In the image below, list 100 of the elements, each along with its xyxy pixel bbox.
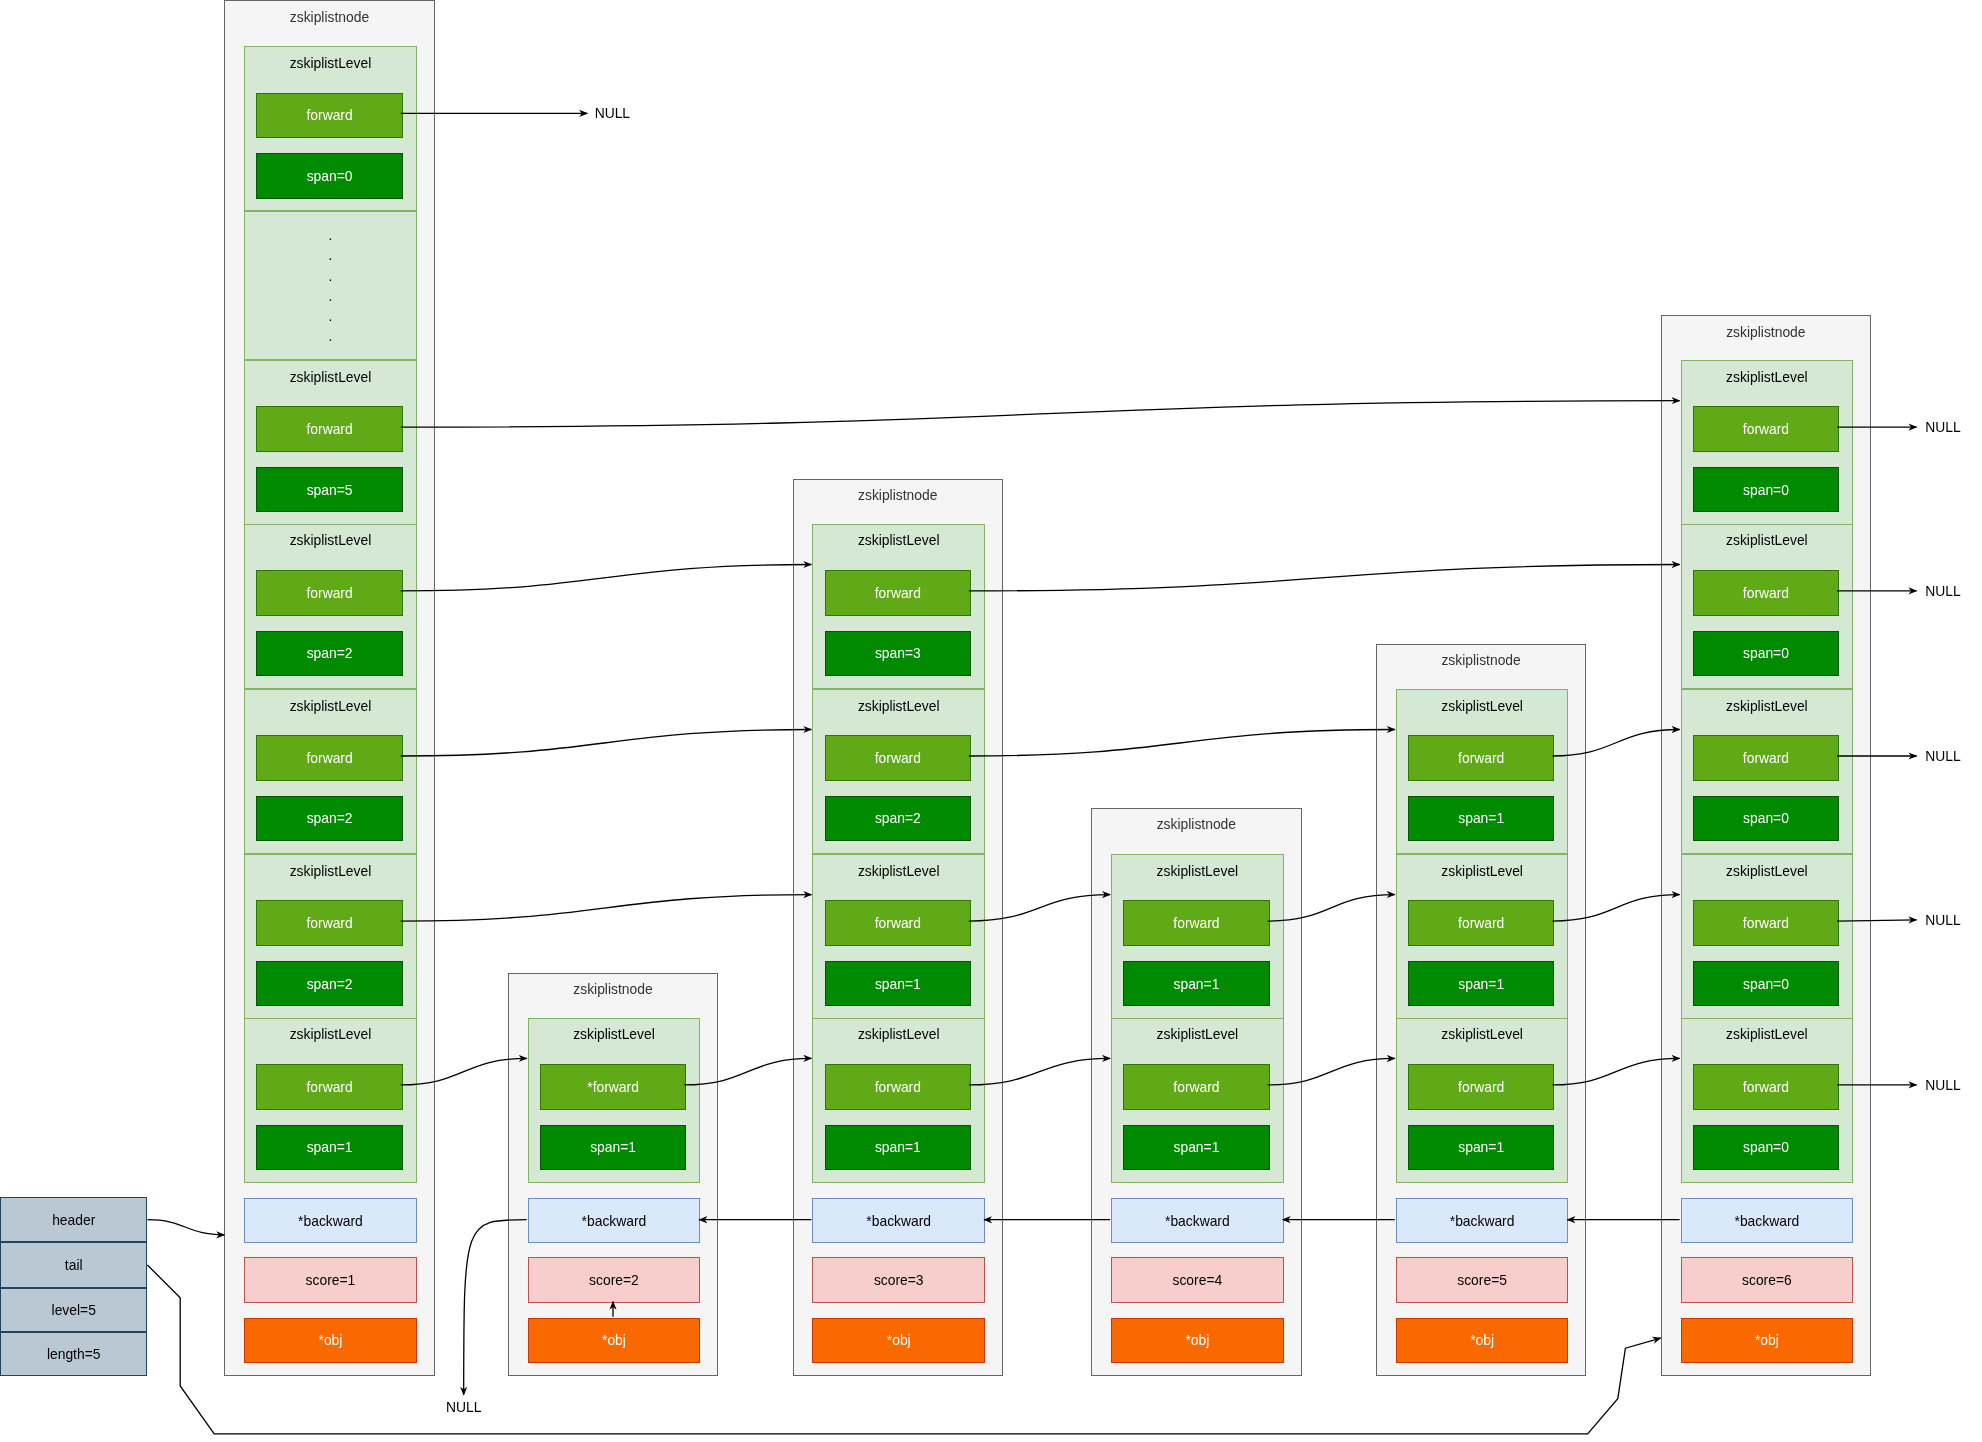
level-title: zskiplistLevel [1725,1026,1809,1043]
forward-field: forward [824,570,971,616]
null-label: NULL [1916,907,1970,933]
level-panel [1395,854,1569,1020]
forward-field: forward [824,1064,971,1110]
level-panel [244,854,417,1020]
arrow [1836,752,1918,760]
arrow [146,1219,226,1239]
arrow [400,397,1681,428]
level-title: zskiplistLevel [1725,532,1809,549]
level-panel [1680,360,1854,526]
span-field: span=1 [1123,1124,1270,1170]
node-title: zskiplistnode [1725,323,1807,340]
level-title: zskiplistLevel [288,1026,373,1043]
arrow [968,891,1111,922]
backward-field: *backward [244,1198,417,1244]
forward-field: forward [1123,1064,1270,1110]
node-title: zskiplistnode [288,8,371,25]
arrow [1566,1216,1681,1224]
forward-field: forward [256,92,403,139]
level-panel [1111,854,1284,1020]
arrow [1836,587,1918,595]
level-title: zskiplistLevel [856,862,941,879]
level-title: zskiplistLevel [1440,1026,1524,1043]
score-field: score=4 [1111,1257,1284,1303]
score-field: score=6 [1680,1257,1854,1303]
node-title: zskiplistnode [1440,652,1522,669]
arrow [1551,1055,1681,1086]
span-field: span=0 [1692,466,1840,513]
level-panel [1680,854,1854,1020]
forward-field: forward [1408,735,1555,781]
arrow [400,109,589,117]
level-panel [244,46,417,212]
forward-field: *forward [540,1064,687,1110]
arrow [1266,891,1396,922]
span-field: span=1 [1408,960,1555,1007]
arrow [400,891,813,922]
forward-field: forward [824,735,971,781]
object-field: *obj [1680,1317,1854,1364]
arrow [1551,726,1681,757]
forward-field: forward [256,1064,403,1110]
node-title: zskiplistnode [572,981,654,998]
level-title: zskiplistLevel [288,862,373,879]
level-title: zskiplistLevel [288,697,373,714]
level-title: zskiplistLevel [1725,697,1809,714]
level-panel [812,1017,986,1183]
level-title: zskiplistLevel [1155,1026,1240,1043]
object-field: *obj [1111,1317,1284,1364]
forward-field: forward [824,900,971,946]
null-label: NULL [1916,414,1970,440]
arrow [983,1216,1111,1224]
level-title: zskiplistLevel [1440,862,1524,879]
node-panel [1091,807,1302,1376]
forward-field: forward [1692,900,1840,946]
level-title: zskiplistLevel [1725,368,1809,385]
list-field: level=5 [0,1287,148,1332]
score-field: score=2 [527,1257,701,1303]
level-panel [244,1017,417,1183]
list-field: header [0,1197,148,1243]
span-field: span=2 [824,795,971,842]
level-panel [1395,1017,1569,1183]
level-panel [1680,1017,1854,1183]
arrow [400,1055,528,1086]
span-field: span=2 [256,630,403,677]
arrow [609,1300,617,1318]
arrow [1836,1081,1918,1089]
span-field: span=0 [1692,795,1840,842]
level-title: zskiplistLevel [1725,862,1809,879]
ellipsis-panel: . . . . . . [244,211,417,361]
span-field: span=0 [256,153,403,199]
arrow [460,1219,528,1396]
span-field: span=1 [1123,960,1270,1007]
forward-field: forward [1123,900,1270,946]
backward-field: *backward [812,1198,986,1244]
span-field: span=1 [824,1124,971,1170]
null-label: NULL [437,1394,491,1420]
level-panel [527,1017,701,1183]
level-panel [244,523,417,689]
arrow [683,1055,813,1086]
backward-field: *backward [1111,1198,1284,1244]
level-panel [1395,688,1569,854]
forward-field: forward [1408,900,1555,946]
level-title: zskiplistLevel [856,532,941,549]
span-field: span=0 [1692,1124,1840,1170]
level-title: zskiplistLevel [856,697,941,714]
arrow [400,726,813,757]
level-panel [812,854,986,1020]
span-field: span=1 [1408,795,1555,842]
score-field: score=5 [1395,1257,1569,1303]
list-field: tail [0,1242,148,1288]
node-panel [792,478,1003,1376]
span-field: span=3 [824,630,971,677]
level-title: zskiplistLevel [288,532,373,549]
arrow [968,1055,1111,1086]
object-field: *obj [1395,1317,1569,1364]
null-label: NULL [1916,578,1970,604]
forward-field: forward [1692,735,1840,781]
level-title: zskiplistLevel [1440,697,1524,714]
level-panel [1680,688,1854,854]
node-title: zskiplistnode [857,487,939,504]
